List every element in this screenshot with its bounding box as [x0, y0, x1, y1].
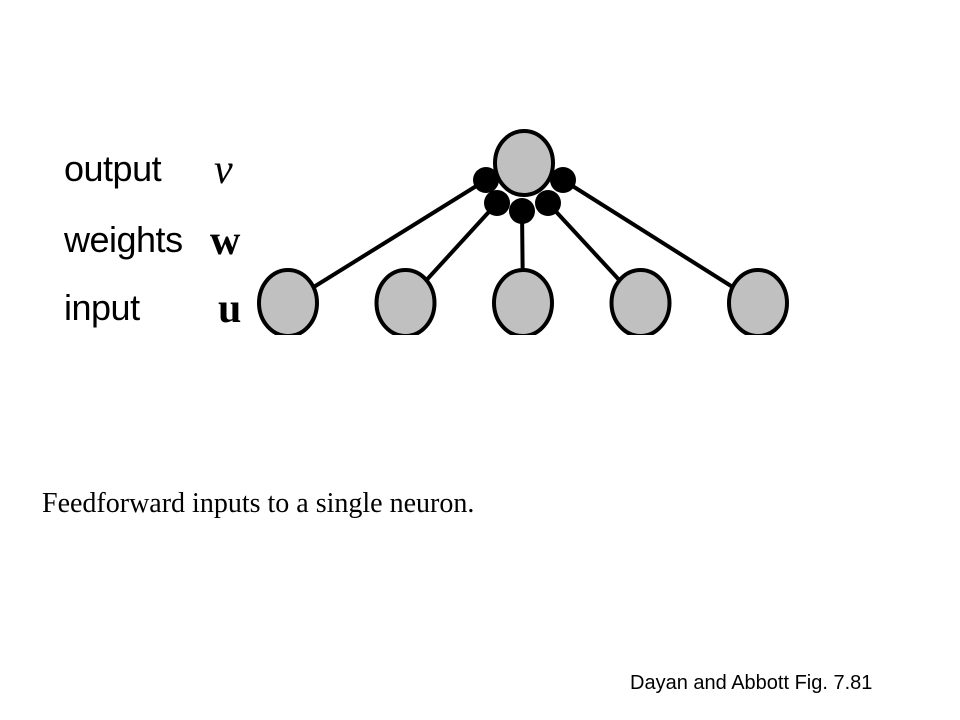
- output-symbol: v: [214, 147, 233, 193]
- figure-credit: Dayan and Abbott Fig. 7.81: [630, 672, 873, 694]
- output-neuron: [493, 129, 555, 197]
- weights-symbol: w: [210, 218, 241, 264]
- output-label: output: [64, 148, 162, 189]
- connection-line: [286, 178, 488, 305]
- synapse-dot: [473, 167, 499, 193]
- input-neuron: [492, 268, 554, 335]
- input-neuron: [374, 268, 437, 335]
- input-neuron: [609, 268, 672, 335]
- weights-label: weights: [64, 219, 183, 260]
- synapses: [473, 167, 576, 224]
- input-label: input: [64, 287, 140, 328]
- synapse-dot: [535, 190, 561, 216]
- input-neuron: [257, 268, 319, 335]
- synapse-dot: [484, 190, 510, 216]
- input-neurons: [257, 268, 789, 335]
- synapse-dot: [550, 167, 576, 193]
- input-neuron: [727, 268, 789, 335]
- synapse-dot: [509, 198, 535, 224]
- connection-line: [561, 178, 760, 305]
- figure-caption: Feedforward inputs to a single neuron.: [42, 488, 475, 519]
- input-symbol: u: [218, 286, 242, 332]
